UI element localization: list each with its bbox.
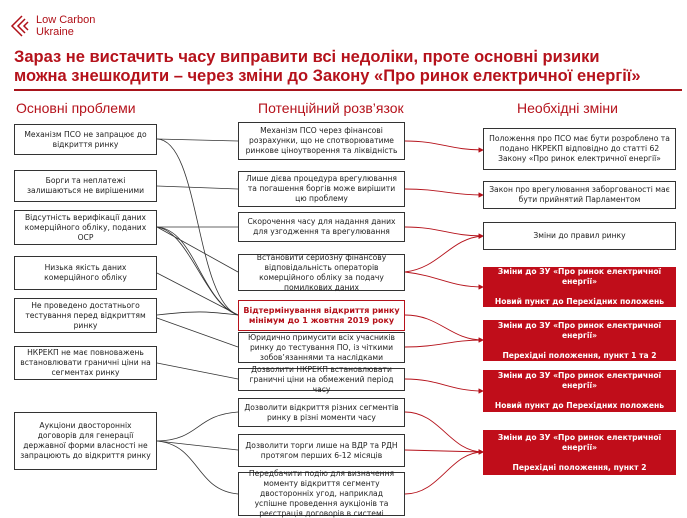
problem-box: Борги та неплатежі залишаються не виріше… <box>14 170 157 202</box>
solution-box: Дозволити відкриття різних сегментів рин… <box>238 398 405 427</box>
solution-box: Дозволити НКРЕКП встановлювати граничні … <box>238 365 405 394</box>
solution-box: Лише дієва процедура врегулювання та пог… <box>238 171 405 207</box>
solution-box: Механізм ПСО через фінансові розрахунки,… <box>238 122 405 160</box>
title-line-2: можна знешкодити – через зміни до Закону… <box>14 67 641 85</box>
solution-box: Передбачити подію для визначення моменту… <box>238 469 405 518</box>
problem-box: Низька якість даних комерційного обліку <box>14 256 157 290</box>
problem-box: Не проведено достатнього тестування пере… <box>14 298 157 333</box>
change-box: Положення про ПСО має бути розроблено та… <box>483 128 676 170</box>
column-header-problems: Основні проблеми <box>16 100 136 116</box>
title-line-1: Зараз не вистачить часу виправити всі не… <box>14 48 600 66</box>
change-box-law: Зміни до ЗУ «Про ринок електричної енерг… <box>483 370 676 412</box>
change-box: Зміни до правил ринку <box>483 222 676 250</box>
logo-icon <box>10 15 29 37</box>
solution-box: Юридично примусити всіх учасників ринку … <box>238 332 405 363</box>
logo-line-1: Low Carbon <box>36 14 96 26</box>
change-box-law: Зміни до ЗУ «Про ринок електричної енерг… <box>483 267 676 307</box>
column-header-solutions: Потенційний розв’язок <box>258 100 404 116</box>
solution-box: Встановити серйозну фінансову відповідал… <box>238 253 405 292</box>
solution-box: Дозволити торги лише на ВДР та РДН протя… <box>238 434 405 467</box>
page-title: Зараз не вистачить часу виправити всі не… <box>14 48 684 86</box>
problem-box: Механізм ПСО не запрацює до відкриття ри… <box>14 124 157 155</box>
change-box-law: Зміни до ЗУ «Про ринок електричної енерг… <box>483 320 676 361</box>
title-divider <box>14 89 682 91</box>
solution-box-highlighted: Відтермінування відкриття ринку мінімум … <box>238 300 405 331</box>
problem-box: Відсутність верифікації даних комерційно… <box>14 210 157 245</box>
change-box: Закон про врегулювання заборгованості ма… <box>483 181 676 209</box>
problem-box: Аукціони двосторонніх договорів для гене… <box>14 412 157 470</box>
logo-line-2: Ukraine <box>36 26 74 38</box>
column-header-changes: Необхідні зміни <box>517 100 618 116</box>
logo: Low Carbon Ukraine <box>10 14 95 38</box>
problem-solution-links <box>156 138 239 495</box>
problem-box: НКРЕКП не має повноважень встановлювати … <box>14 346 157 380</box>
solution-box: Скорочення часу для надання даних для уз… <box>238 212 405 242</box>
change-box-law: Зміни до ЗУ «Про ринок електричної енерг… <box>483 430 676 475</box>
solution-change-links <box>404 140 484 495</box>
